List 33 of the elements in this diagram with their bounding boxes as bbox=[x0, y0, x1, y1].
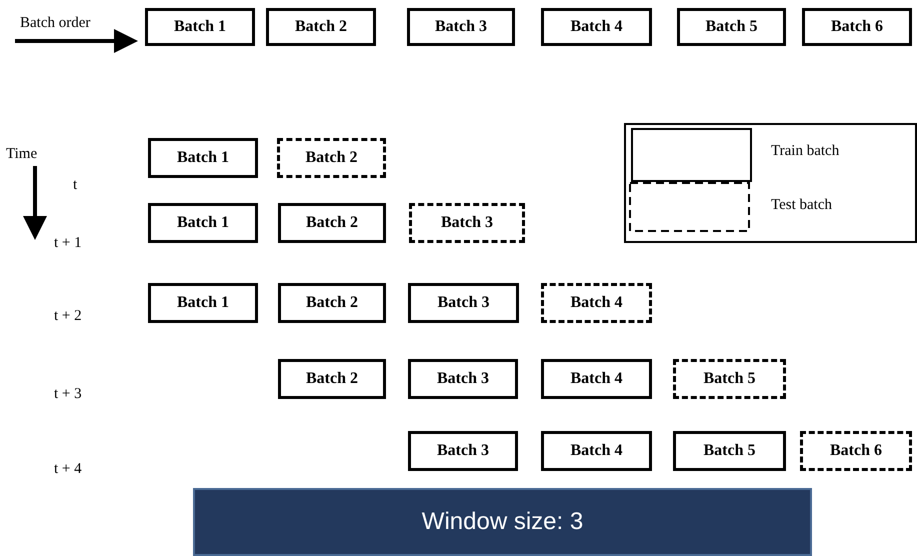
batch-box: Batch 3 bbox=[408, 431, 518, 471]
batch-box: Batch 2 bbox=[278, 203, 386, 243]
batch-box: Batch 6 bbox=[802, 8, 912, 46]
batch-box: Batch 4 bbox=[541, 431, 652, 471]
batch-box: Batch 5 bbox=[673, 359, 786, 399]
caption-banner: Window size: 3 bbox=[193, 488, 812, 556]
batch-box: Batch 3 bbox=[408, 359, 518, 399]
axis-label: Batch order bbox=[20, 14, 90, 33]
batch-box: Batch 3 bbox=[408, 283, 519, 323]
batch-box: Batch 5 bbox=[677, 8, 786, 46]
batch-box: Batch 5 bbox=[673, 431, 786, 471]
axis-label: t + 1 bbox=[54, 234, 82, 253]
batch-box: Batch 1 bbox=[148, 138, 258, 178]
batch-box: Batch 2 bbox=[266, 8, 376, 46]
batch-box: Batch 4 bbox=[541, 8, 652, 46]
legend-text: Test batch bbox=[771, 196, 832, 215]
batch-box: Batch 3 bbox=[409, 203, 525, 243]
legend-text: Train batch bbox=[771, 142, 840, 161]
batch-box: Batch 1 bbox=[145, 8, 255, 46]
batch-box: Batch 6 bbox=[800, 431, 912, 471]
axis-label: Time bbox=[6, 145, 38, 164]
batch-box: Batch 2 bbox=[278, 283, 386, 323]
batch-box: Batch 1 bbox=[148, 203, 258, 243]
batch-box: Batch 2 bbox=[277, 138, 386, 178]
axis-label: t + 2 bbox=[54, 307, 82, 326]
batch-box: Batch 3 bbox=[407, 8, 515, 46]
batch-box: Batch 4 bbox=[541, 359, 652, 399]
axis-label: t + 4 bbox=[54, 460, 82, 479]
batch-box: Batch 4 bbox=[541, 283, 652, 323]
batch-box: Batch 2 bbox=[278, 359, 386, 399]
axis-label: t bbox=[73, 176, 78, 195]
axis-label: t + 3 bbox=[54, 385, 82, 404]
batch-box: Batch 1 bbox=[148, 283, 258, 323]
